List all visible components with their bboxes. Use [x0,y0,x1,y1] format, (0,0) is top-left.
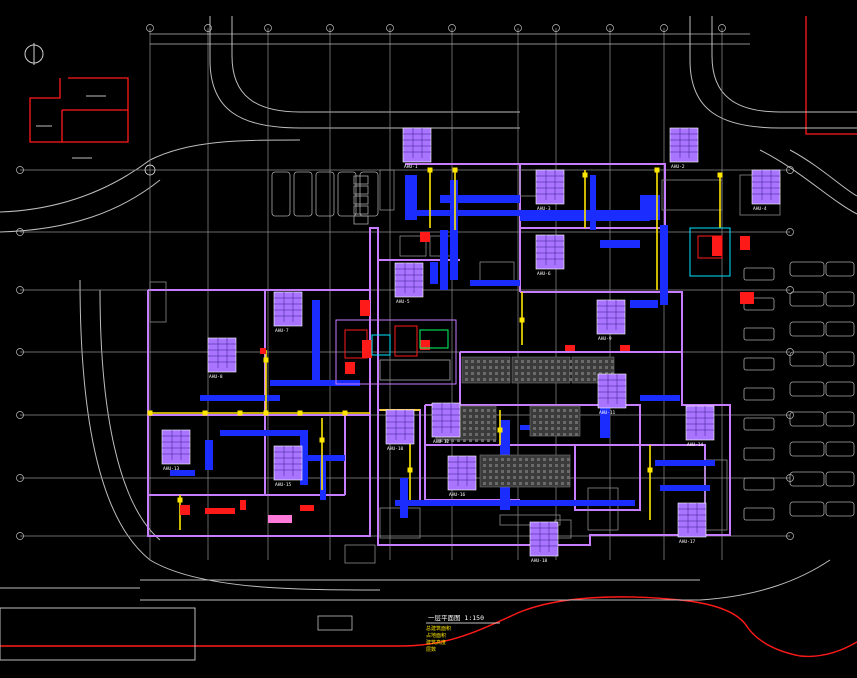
machine-room [335,227,731,385]
tag-ahu-06-label: AHU-6 [537,271,551,277]
outbuilding-outline [29,77,129,143]
tag-ahu-18: AHU-18 [529,521,559,564]
tag-ahu-16-label: AHU-16 [449,492,466,498]
tag-ahu-09: AHU-9 [596,299,626,342]
tag-ahu-07-label: AHU-7 [275,328,289,334]
tag-ahu-03: AHU-3 [535,169,565,212]
tag-ahu-04-label: AHU-4 [753,206,767,212]
tag-ahu-08-label: AHU-8 [209,374,223,380]
tag-ahu-07: AHU-7 [273,291,303,334]
legend-line-3: 建筑高度 [426,639,446,646]
tag-ahu-13-label: AHU-13 [163,466,180,472]
tag-ahu-06: AHU-6 [535,234,565,277]
tag-ahu-15: AHU-15 [273,445,303,488]
tag-ahu-09-label: AHU-9 [598,336,612,342]
tag-ahu-14-label: AHU-14 [687,442,704,448]
tag-ahu-05: AHU-5 [394,262,424,305]
red-equipment [180,232,754,523]
tag-ahu-04: AHU-4 [751,169,781,212]
hatch-areas [435,356,615,488]
tag-ahu-16: AHU-16 [447,455,477,498]
tag-ahu-08: AHU-8 [207,337,237,380]
parking-area [271,171,855,521]
tag-ahu-05-label: AHU-5 [396,299,410,305]
pipe-network [150,168,721,530]
tag-ahu-17: AHU-17 [677,502,707,545]
tag-ahu-13: AHU-13 [161,429,191,472]
tag-ahu-15-label: AHU-15 [275,482,292,488]
dimension-line-top [150,33,750,45]
tag-ahu-01-label: AHU-1 [404,164,418,170]
tag-ahu-18-label: AHU-18 [531,558,548,564]
tag-ahu-02-label: AHU-2 [671,164,685,170]
legend-line-2: 占地面积 [426,632,446,639]
tag-ahu-14: AHU-14 [685,405,715,448]
legend-line-4: 层数 [426,646,436,653]
tag-ahu-03-label: AHU-3 [537,206,551,212]
drawing-legend: 一层平面图 1:150 总建筑面积 占地面积 建筑高度 层数 [426,614,500,653]
note-box [317,615,353,631]
tag-ahu-11: AHU-11 [597,373,627,416]
legend-line-1: 总建筑面积 [426,625,451,632]
tag-ahu-12: AHU-12 [431,402,461,445]
legend-title: 一层平面图 1:150 [428,614,484,622]
keyplan-box [0,607,196,661]
tag-ahu-10: AHU-10 [385,409,415,452]
tag-ahu-11-label: AHU-11 [599,410,616,416]
north-arrow-icon [24,43,44,65]
tag-ahu-01: AHU-1 [402,127,432,170]
pipe-valves [147,167,723,503]
tag-ahu-02: AHU-2 [669,127,699,170]
tag-ahu-12-label: AHU-12 [433,439,450,445]
tag-ahu-10-label: AHU-10 [387,446,404,452]
roads [0,16,857,601]
tag-ahu-17-label: AHU-17 [679,539,696,545]
site-boundary-right [805,16,857,135]
